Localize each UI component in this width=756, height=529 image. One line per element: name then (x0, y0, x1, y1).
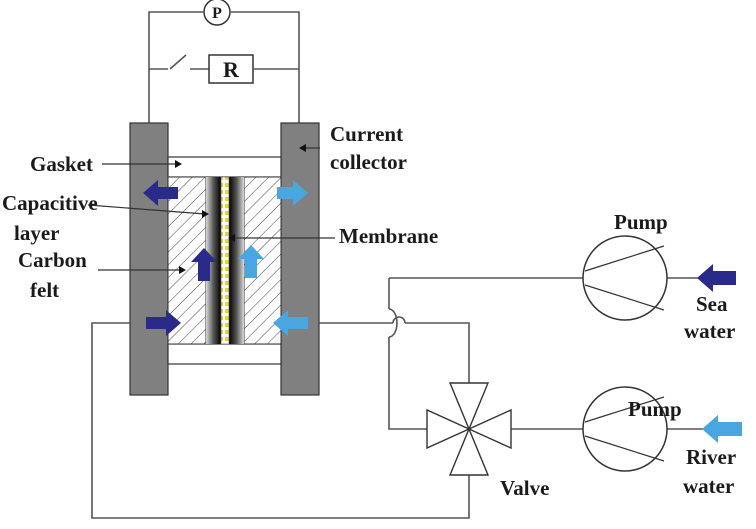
sea-water-inlet-arrow-icon (697, 264, 736, 292)
sea-water-arrows (143, 180, 217, 336)
pump-bottom (582, 386, 668, 472)
piping (91, 277, 705, 519)
pump-icon (582, 386, 668, 472)
capacitive-layer-label-line1: Capacitive (2, 191, 98, 215)
capacitive-layer-right (229, 177, 244, 344)
switch-icon (169, 54, 187, 70)
river-water-inlet-arrow-icon (702, 415, 742, 443)
gauge-label: P (212, 5, 222, 22)
pump-top (582, 235, 668, 321)
sea-water-label-line1: Sea (696, 292, 728, 316)
gasket-label: Gasket (30, 152, 93, 176)
arrow-up-icon (238, 245, 264, 278)
valve (426, 382, 512, 476)
carbon-felt-label-line2: felt (30, 278, 59, 302)
river-water-arrows (238, 180, 308, 336)
pressure-gauge-icon (203, 0, 231, 26)
pump-label: Pump (614, 210, 668, 234)
valve-label: Valve (500, 476, 549, 500)
arrow-up-icon (191, 248, 217, 281)
external-circuit (148, 0, 300, 123)
leader-lines (87, 144, 335, 274)
gasket-bottom (167, 343, 282, 365)
current-collector-label-line1: Current (330, 122, 403, 146)
capacitive-layer-label-line2: layer (14, 221, 59, 245)
pump-icon (582, 235, 668, 321)
current-collector-right (280, 122, 320, 396)
arrow-left-icon (143, 180, 178, 206)
membrane-strip (220, 176, 230, 345)
membrane-label: Membrane (339, 224, 438, 248)
river-water-label-line2: water (683, 474, 734, 498)
pump-label-bottom: Pump (628, 397, 682, 421)
sea-water-label-line2: water (684, 319, 735, 343)
current-collector-label-line2: collector (330, 150, 407, 174)
arrow-right-icon (146, 310, 181, 336)
resistor-label: R (223, 57, 240, 82)
arrow-right-icon (277, 180, 308, 206)
carbon-felt-label-line1: Carbon (18, 248, 87, 272)
arrow-left-icon (273, 310, 308, 336)
gasket-top (167, 156, 282, 178)
river-water-label-line1: River (686, 445, 736, 469)
